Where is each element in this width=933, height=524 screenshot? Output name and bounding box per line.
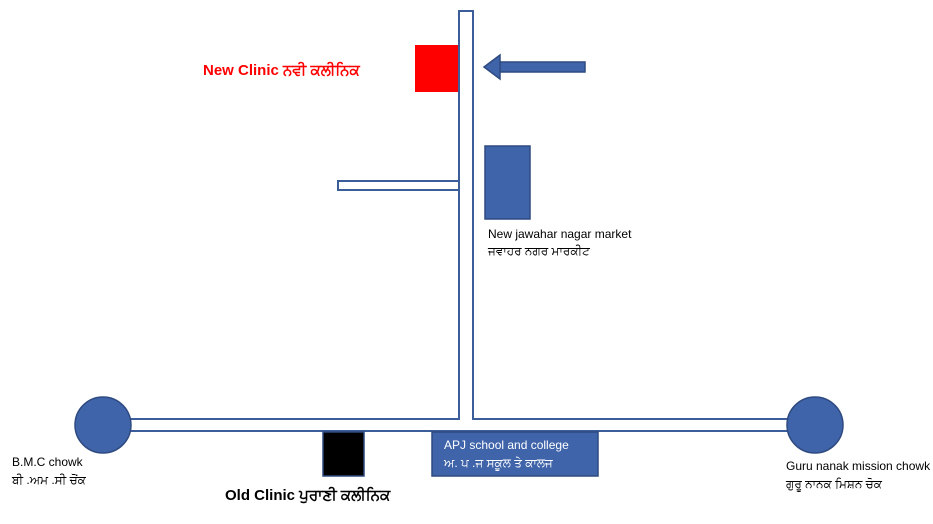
bmc-chowk-roundabout — [74, 396, 132, 454]
old-clinic-label: Old Clinic ਪੁਰਾਣੀ ਕਲੀਨਿਕ — [225, 487, 391, 504]
side-road-junction — [460, 182, 472, 189]
new-clinic-label: New Clinic ਨਵੀ ਕਲੀਨਿਕ — [203, 62, 360, 79]
arrow-left-icon — [482, 53, 586, 81]
old-clinic-marker — [322, 431, 365, 477]
market-label-en: New jawahar nagar market — [488, 227, 632, 241]
bmc-chowk-label-pa: ਬੀ .ਅਮ .ਸੀ ਚੋਂਕ — [12, 473, 86, 487]
school-label-en: APJ school and college — [444, 438, 569, 452]
guru-nanak-chowk-roundabout — [786, 396, 844, 454]
side-road — [337, 180, 460, 191]
school-label: APJ school and college ਅ. ਪ .ਜ ਸਕੂਲ ਤੇ ਕ… — [444, 436, 569, 472]
school-label-pa: ਅ. ਪ .ਜ ਸਕੂਲ ਤੇ ਕਾਲਜ — [444, 456, 553, 470]
guru-nanak-chowk-label-en: Guru nanak mission chowk — [786, 459, 931, 473]
market-label-pa: ਜਵਾਹਰ ਨਗਰ ਮਾਰਕੀਟ — [488, 244, 590, 258]
main-road — [99, 418, 817, 432]
vertical-road — [458, 10, 474, 420]
bmc-chowk-label-en: B.M.C chowk — [12, 455, 83, 469]
guru-nanak-chowk-label-pa: ਗੁਰੂ ਨਾਨਕ ਮਿਸ਼ਨ ਚੋਕ — [786, 477, 882, 491]
guru-nanak-chowk-label: Guru nanak mission chowk ਗੁਰੂ ਨਾਨਕ ਮਿਸ਼ਨ… — [786, 457, 930, 493]
bmc-chowk-label: B.M.C chowk ਬੀ .ਅਮ .ਸੀ ਚੋਂਕ — [12, 453, 86, 489]
school-building — [431, 431, 599, 477]
market-building — [484, 145, 531, 220]
market-label: New jawahar nagar market ਜਵਾਹਰ ਨਗਰ ਮਾਰਕੀ… — [488, 226, 631, 260]
main-road-junction — [460, 418, 472, 422]
new-clinic-marker — [415, 45, 458, 92]
